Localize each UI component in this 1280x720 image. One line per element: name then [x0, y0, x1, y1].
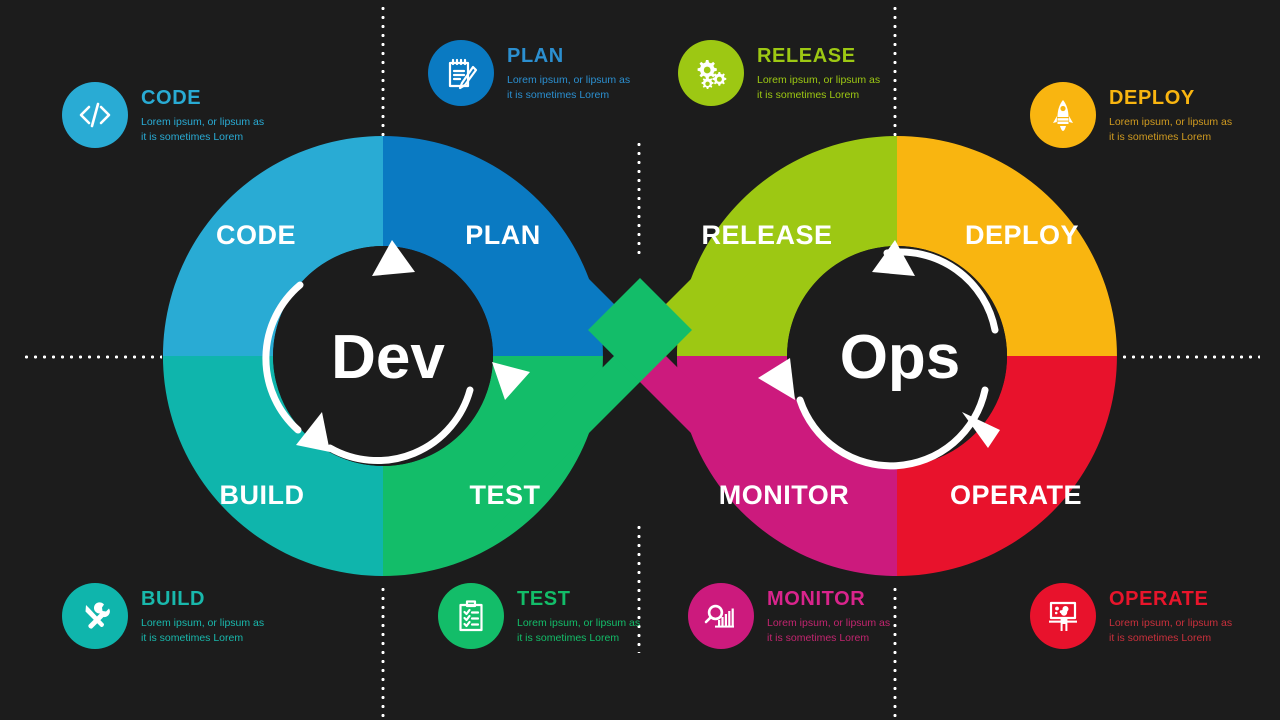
callout-deploy-subtitle: Lorem ipsum, or lipsum as it is sometime… [1109, 116, 1233, 143]
callout-operate-subtitle: Lorem ipsum, or lipsum as it is sometime… [1109, 617, 1233, 644]
callout-deploy-title: DEPLOY [1109, 87, 1195, 109]
loop-label-test: TEST [469, 480, 540, 510]
callout-plan[interactable]: PLAN Lorem ipsum, or lipsum as it is som… [428, 40, 630, 106]
divider-top-left [381, 4, 385, 136]
callout-code-text: CODE Lorem ipsum, or lipsum as it is som… [141, 82, 264, 145]
divider-center-bottom [893, 585, 897, 717]
rocket-icon [1053, 100, 1073, 131]
callout-monitor-title: MONITOR [767, 588, 866, 610]
divider-right-horizontal [1120, 355, 1260, 359]
notepad-pencil-icon [448, 58, 478, 90]
badge-operate[interactable] [1030, 583, 1096, 649]
divider-left-horizontal [22, 355, 162, 359]
callout-release[interactable]: RELEASE Lorem ipsum, or lipsum as it is … [678, 40, 880, 106]
loop-label-release: RELEASE [701, 220, 832, 250]
dev-arrowhead-bottom [296, 412, 330, 452]
callout-monitor-subtitle: Lorem ipsum, or lipsum as it is sometime… [767, 617, 891, 644]
loop-label-operate: OPERATE [950, 480, 1082, 510]
callout-release-title: RELEASE [757, 45, 856, 67]
callout-test-subtitle: Lorem ipsum, or lipsum as it is sometime… [517, 617, 641, 644]
dev-arrowhead-top [372, 240, 415, 276]
callout-build-title: BUILD [141, 588, 206, 610]
badge-test[interactable] [438, 583, 504, 649]
ops-inner-hole [787, 246, 1007, 466]
dev-arrowhead-right [492, 362, 530, 400]
badge-build[interactable] [62, 583, 128, 649]
callout-code-subtitle: Lorem ipsum, or lipsum as it is sometime… [141, 116, 265, 143]
divider-bottom-right [637, 523, 641, 653]
callout-deploy-text: DEPLOY Lorem ipsum, or lipsum as it is s… [1109, 82, 1232, 145]
callout-test-text: TEST Lorem ipsum, or lipsum as it is som… [517, 583, 640, 646]
dev-flow-arrows [262, 281, 474, 465]
clipboard-checklist-icon [459, 600, 483, 632]
callout-code-title: CODE [141, 87, 202, 109]
badge-code[interactable] [62, 82, 128, 148]
badge-deploy[interactable] [1030, 82, 1096, 148]
gears-icon [697, 60, 727, 89]
callout-build-subtitle: Lorem ipsum, or lipsum as it is sometime… [141, 617, 265, 644]
loop-label-plan: PLAN [465, 220, 541, 250]
ops-center-label: Ops [840, 323, 961, 392]
badge-monitor[interactable] [688, 583, 754, 649]
callout-plan-subtitle: Lorem ipsum, or lipsum as it is sometime… [507, 74, 631, 101]
callout-plan-text: PLAN Lorem ipsum, or lipsum as it is som… [507, 40, 630, 103]
ops-arrowhead-top [872, 240, 915, 276]
badge-release[interactable] [678, 40, 744, 106]
divider-top-right [893, 4, 897, 136]
callout-deploy[interactable]: DEPLOY Lorem ipsum, or lipsum as it is s… [1030, 82, 1232, 148]
ops-arrowhead-left [758, 358, 795, 400]
crossband-monitor [640, 330, 790, 532]
callout-test-title: TEST [517, 588, 571, 610]
callout-test[interactable]: TEST Lorem ipsum, or lipsum as it is som… [438, 583, 640, 649]
wrench-screwdriver-icon [85, 602, 110, 629]
loop-label-monitor: MONITOR [719, 480, 850, 510]
callout-code[interactable]: CODE Lorem ipsum, or lipsum as it is som… [62, 82, 264, 148]
code-brackets-icon [79, 102, 111, 128]
loop-label-deploy: DEPLOY [965, 220, 1079, 250]
badge-plan[interactable] [428, 40, 494, 106]
crossband-test [490, 330, 640, 532]
ops-arrowhead-right [962, 412, 1000, 448]
callout-release-text: RELEASE Lorem ipsum, or lipsum as it is … [757, 40, 880, 103]
divider-bottom-left [381, 585, 385, 717]
callout-release-subtitle: Lorem ipsum, or lipsum as it is sometime… [757, 74, 881, 101]
loop-label-code: CODE [216, 220, 296, 250]
divider-center-top [637, 140, 641, 260]
dev-center-label: Dev [331, 323, 445, 392]
callout-monitor-text: MONITOR Lorem ipsum, or lipsum as it is … [767, 583, 890, 646]
callout-plan-title: PLAN [507, 45, 564, 67]
crossband-center-diamond [588, 278, 692, 382]
callout-operate-title: OPERATE [1109, 588, 1209, 610]
callout-operate-text: OPERATE Lorem ipsum, or lipsum as it is … [1109, 583, 1232, 646]
callout-build[interactable]: BUILD Lorem ipsum, or lipsum as it is so… [62, 583, 264, 649]
callout-build-text: BUILD Lorem ipsum, or lipsum as it is so… [141, 583, 264, 646]
loop-label-build: BUILD [220, 480, 305, 510]
magnifier-chart-icon [704, 604, 734, 628]
dev-inner-hole [273, 246, 493, 466]
callout-operate[interactable]: OPERATE Lorem ipsum, or lipsum as it is … [1030, 583, 1232, 649]
callout-monitor[interactable]: MONITOR Lorem ipsum, or lipsum as it is … [688, 583, 890, 649]
person-presentation-icon [1049, 601, 1077, 631]
